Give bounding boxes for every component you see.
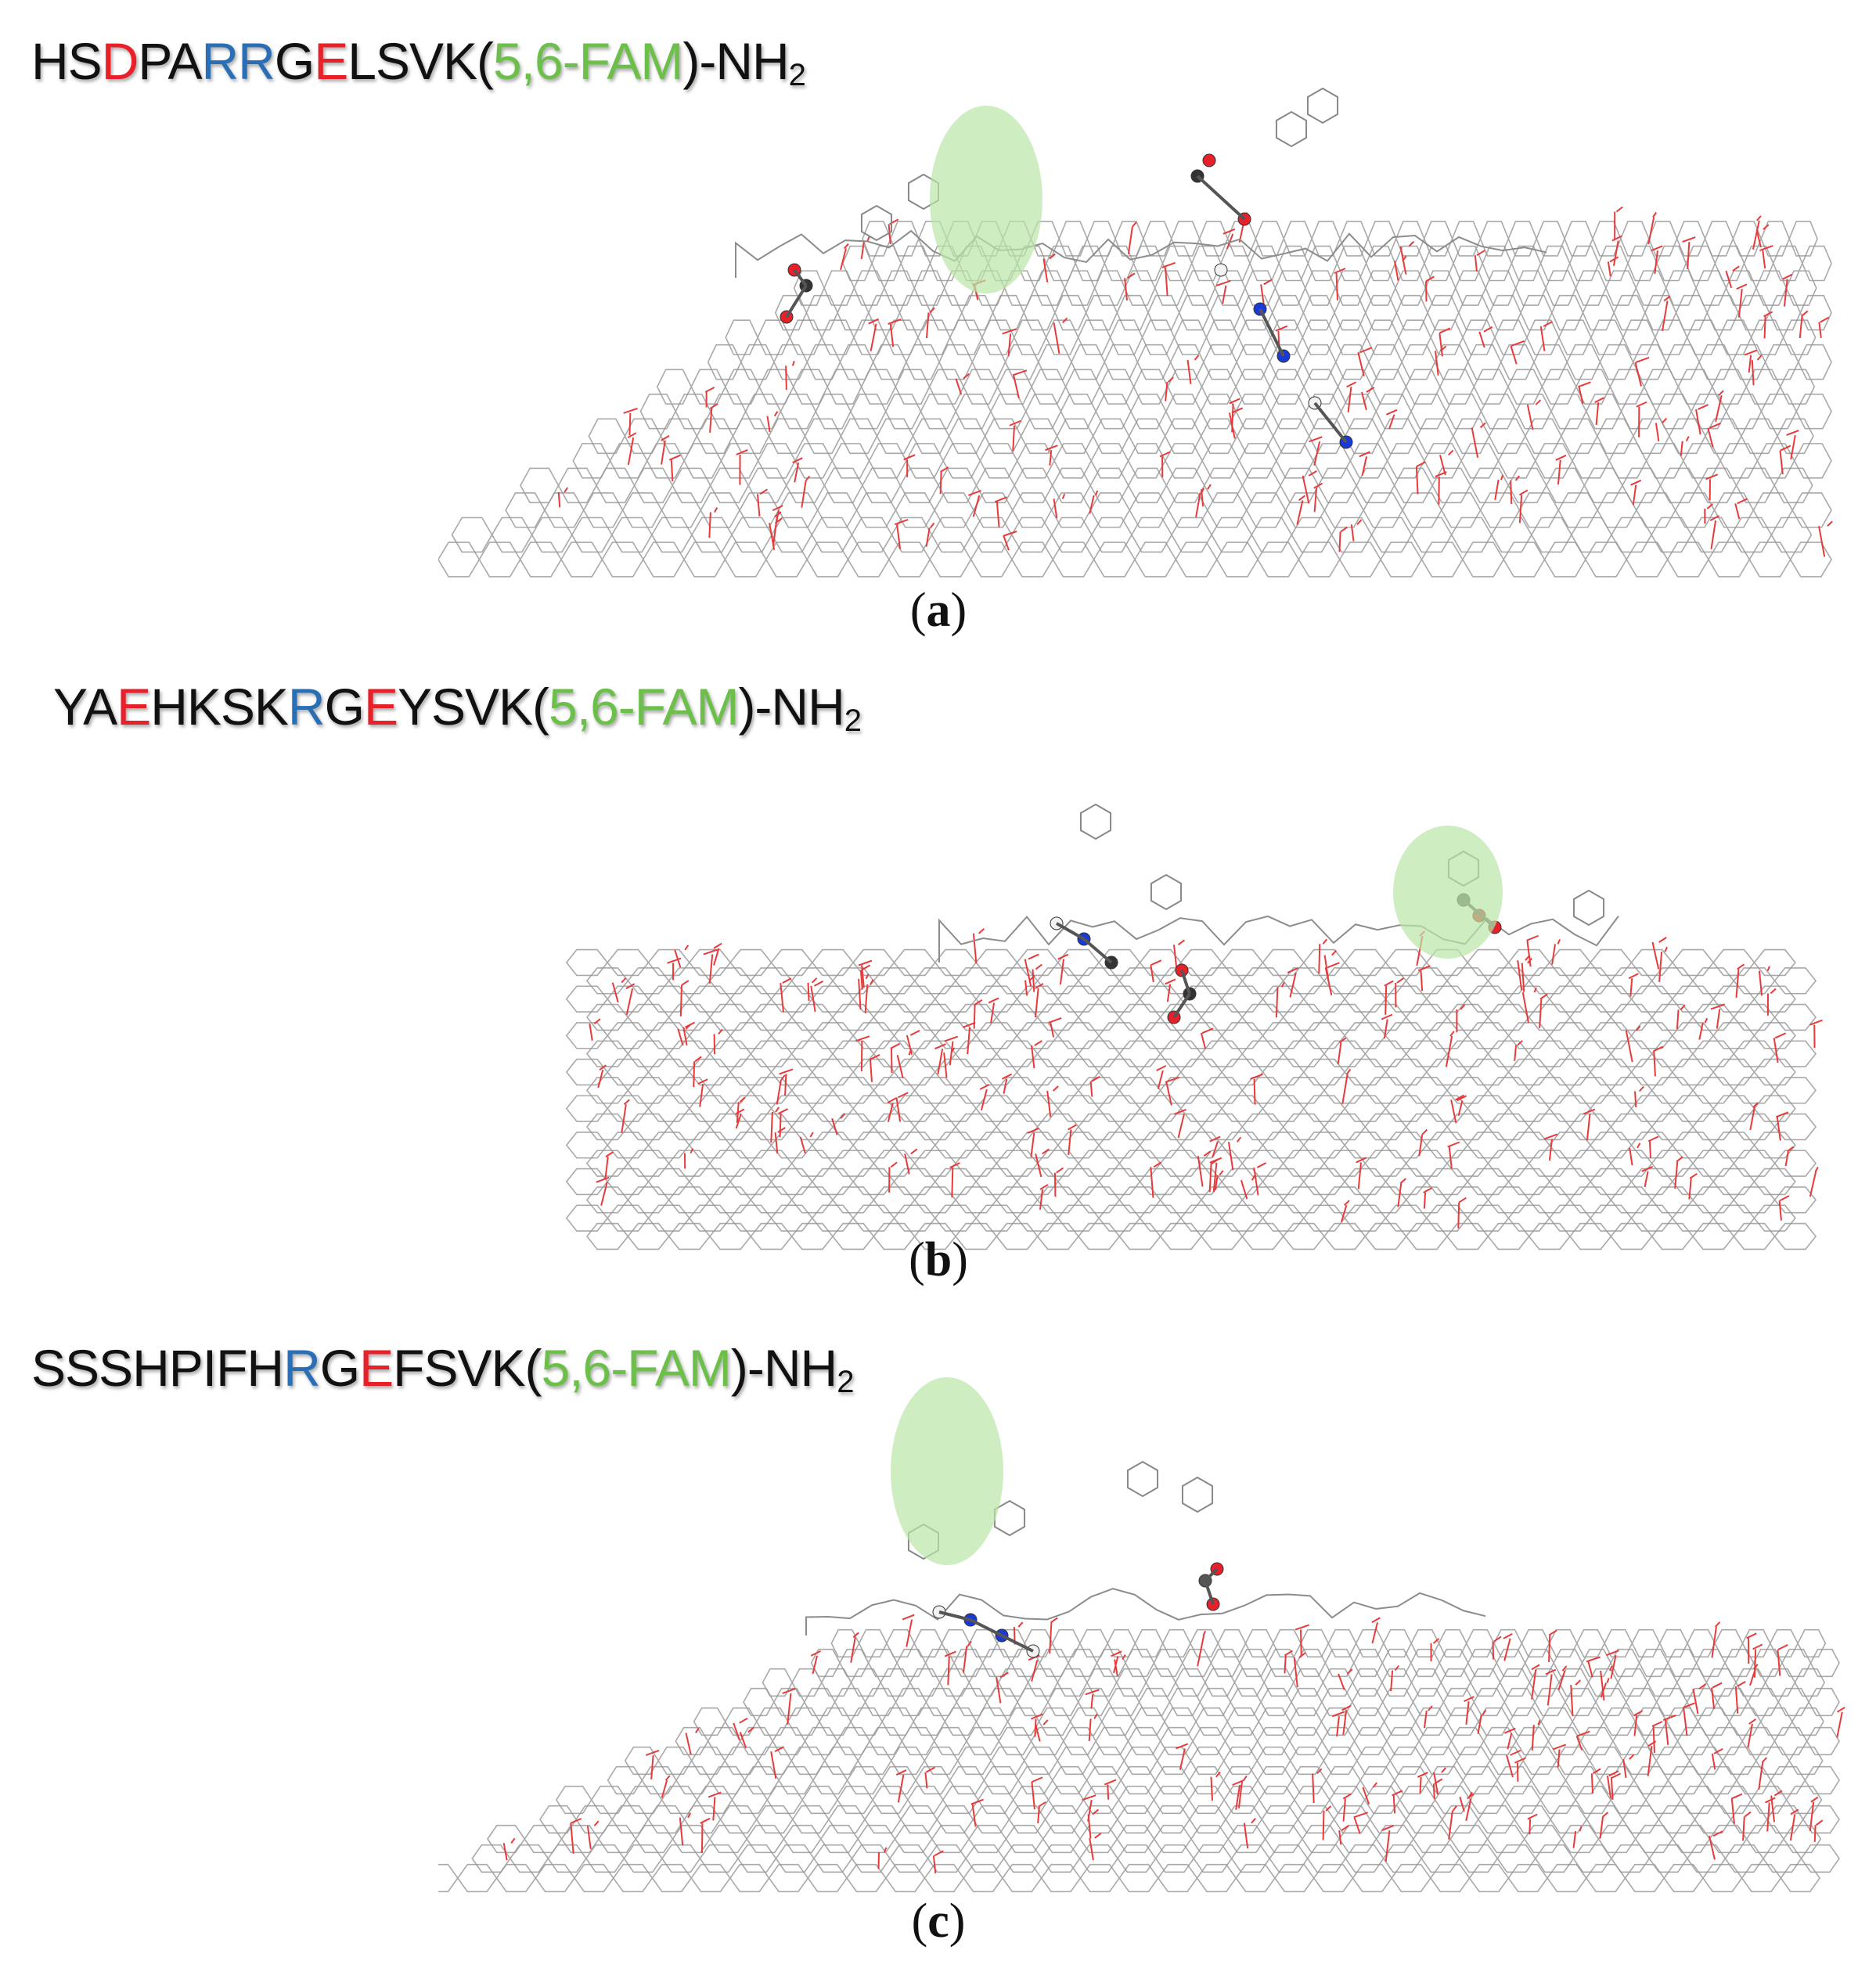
- graphene-oxide-model-c: [438, 1377, 1845, 1893]
- seq-seg: 5,6-FAM: [549, 678, 739, 736]
- seq-seg: E: [117, 678, 151, 736]
- adsorbed-peptide: [938, 803, 1619, 1024]
- seq-seg: 5,6-FAM: [492, 32, 683, 90]
- seq-subscript: 2: [788, 58, 806, 92]
- graphene-sheet: [438, 221, 1832, 578]
- seq-seg: )-NH: [738, 678, 844, 736]
- seq-seg: E: [363, 678, 398, 736]
- seq-seg: 5,6-FAM: [541, 1339, 731, 1397]
- seq-seg: E: [359, 1339, 394, 1397]
- seq-seg: SSSHPIFH: [31, 1339, 284, 1397]
- seq-seg: YSVK(: [397, 678, 549, 736]
- caption-paren-close: ): [949, 1895, 966, 1948]
- caption-paren-open: (: [909, 584, 927, 637]
- seq-seg: D: [101, 32, 139, 90]
- panel-caption-b: (b): [860, 1232, 1017, 1288]
- oxygen-groups: [557, 206, 1833, 557]
- oxygen-groups: [502, 1614, 1845, 1873]
- seq-seg: )-NH: [730, 1339, 837, 1397]
- adsorbed-peptide: [735, 87, 1547, 449]
- dye-highlight: [891, 1377, 1003, 1565]
- seq-seg: HKSK: [150, 678, 289, 736]
- seq-seg: LSVK(: [347, 32, 494, 90]
- figure-panel-c: SSSHPIFHRGEFSVK(5,6-FAM)-NH2 (c): [0, 1315, 1876, 1972]
- caption-letter: c: [927, 1895, 949, 1948]
- figure-panel-b: YAEHKSKRGEYSVK(5,6-FAM)-NH2 (b): [0, 657, 1876, 1315]
- dye-highlight: [1393, 826, 1503, 959]
- graphene-oxide-model-b: [565, 803, 1823, 1250]
- caption-paren-close: ): [950, 584, 967, 637]
- seq-subscript: 2: [837, 1365, 854, 1399]
- panel-caption-a: (a): [860, 583, 1017, 639]
- graphene-sheet: [565, 948, 1817, 1250]
- seq-subscript: 2: [844, 704, 862, 738]
- seq-seg: )-NH: [682, 32, 789, 90]
- seq-seg: HS: [31, 32, 103, 90]
- peptide-sequence-c: SSSHPIFHRGEFSVK(5,6-FAM)-NH2: [31, 1338, 854, 1400]
- seq-seg: RR: [201, 32, 275, 90]
- caption-letter: a: [926, 584, 951, 637]
- peptide-sequence-b: YAEHKSKRGEYSVK(5,6-FAM)-NH2: [53, 677, 862, 739]
- seq-seg: YA: [53, 678, 117, 736]
- caption-paren-open: (: [911, 1895, 928, 1948]
- adsorbed-peptide: [805, 1377, 1486, 1658]
- oxygen-groups: [589, 928, 1823, 1229]
- seq-seg: E: [314, 32, 348, 90]
- graphene-sheet: [438, 1628, 1840, 1893]
- figure-panel-a: HSDPARRGELSVK(5,6-FAM)-NH2 (a): [0, 0, 1876, 657]
- caption-paren-close: ): [952, 1233, 968, 1286]
- dye-highlight: [930, 106, 1042, 293]
- seq-seg: R: [287, 678, 326, 736]
- seq-seg: R: [283, 1339, 321, 1397]
- caption-letter: b: [924, 1233, 952, 1286]
- seq-seg: FSVK(: [393, 1339, 542, 1397]
- peptide-sequence-a: HSDPARRGELSVK(5,6-FAM)-NH2: [31, 31, 806, 93]
- caption-paren-open: (: [909, 1233, 925, 1286]
- seq-seg: G: [274, 32, 315, 90]
- seq-seg: PA: [138, 32, 202, 90]
- seq-seg: G: [319, 1339, 360, 1397]
- graphene-oxide-model-a: [438, 87, 1833, 578]
- panel-caption-c: (c): [860, 1894, 1017, 1949]
- seq-seg: G: [324, 678, 365, 736]
